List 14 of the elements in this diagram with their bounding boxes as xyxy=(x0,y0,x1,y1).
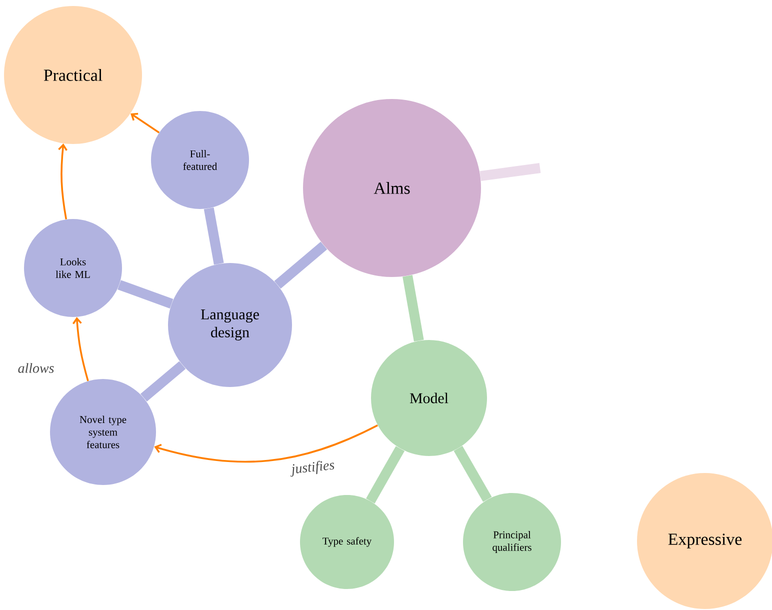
edge-label: allows xyxy=(16,362,56,374)
connector xyxy=(274,242,328,289)
connector xyxy=(204,207,224,265)
connector xyxy=(454,446,492,502)
connector xyxy=(140,361,186,402)
connector xyxy=(402,274,424,342)
connector xyxy=(480,163,541,181)
arrow xyxy=(154,424,378,463)
connector xyxy=(366,446,405,504)
edge-label: justifies xyxy=(290,458,336,478)
arrow xyxy=(130,112,160,134)
arrow xyxy=(58,144,68,220)
connector xyxy=(118,280,174,308)
arrow xyxy=(72,317,89,382)
